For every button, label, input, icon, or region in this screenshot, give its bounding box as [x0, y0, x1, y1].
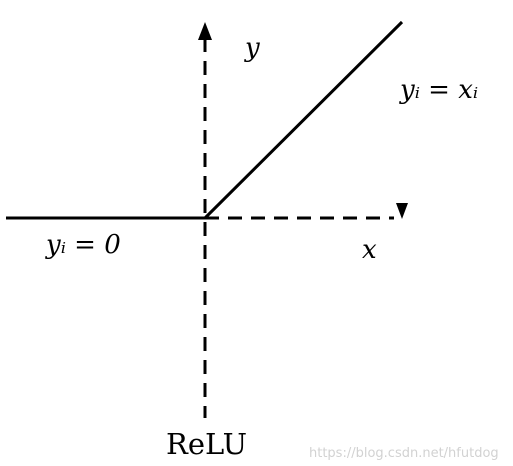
y-axis-label: y [244, 33, 260, 63]
figure-caption: ReLU [166, 427, 247, 461]
negative-branch-label: yᵢ = 0 [45, 230, 121, 260]
relu-positive-branch [203, 20, 404, 220]
positive-branch-label: yᵢ = xᵢ [399, 75, 478, 105]
x-axis-label: x [362, 235, 377, 265]
x-axis-arrowhead [396, 203, 408, 219]
watermark-text: https://blog.csdn.net/hfutdog [309, 446, 499, 461]
y-axis-arrowhead [198, 22, 212, 40]
